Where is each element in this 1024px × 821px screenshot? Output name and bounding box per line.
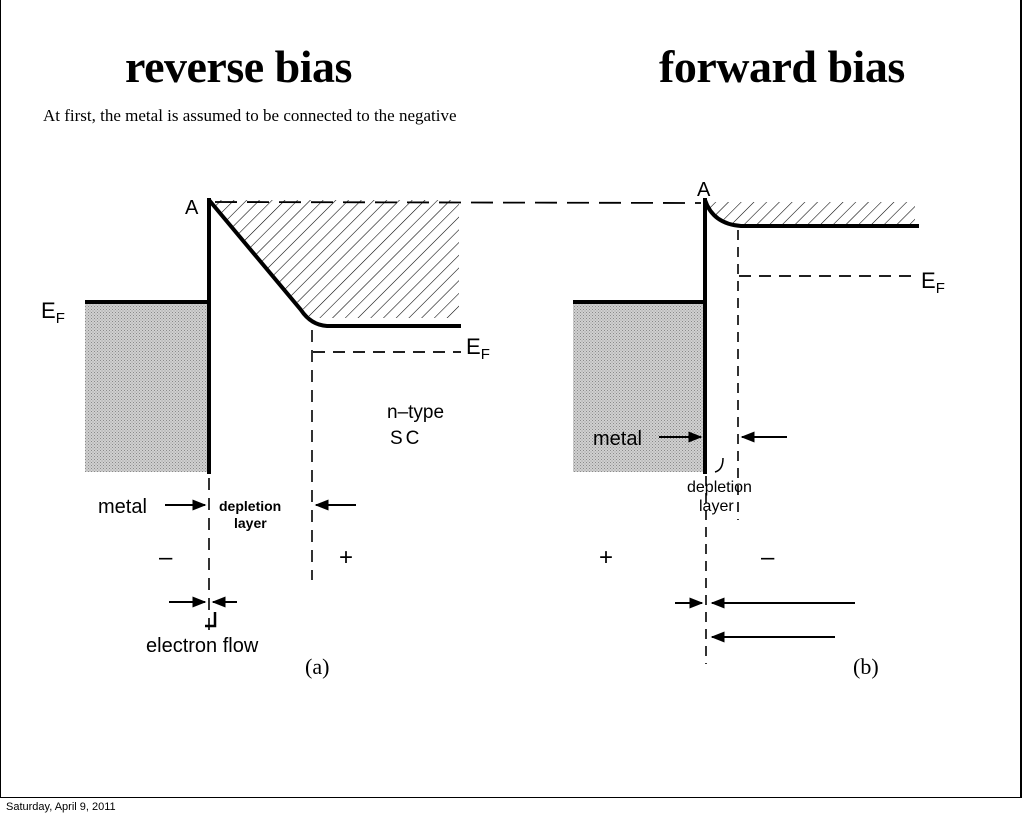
metal-label-a: metal: [98, 496, 147, 518]
sc-sign-b: –: [761, 544, 775, 571]
slide-frame: reverse bias forward bias At first, the …: [0, 0, 1022, 798]
subtitle: At first, the metal is assumed to be con…: [43, 106, 457, 125]
metal-sign-b: +: [599, 544, 613, 571]
band-diagram: A EF EF n–type SC metal depletion layer …: [41, 179, 945, 679]
caption-b: (b): [853, 654, 879, 679]
conduction-band-a: [207, 198, 461, 328]
sc-fermi-label-a: EF: [466, 334, 490, 363]
depletion-hook-b: [714, 457, 724, 473]
panel-a: A EF EF n–type SC metal depletion layer …: [41, 197, 702, 679]
footer-date: Saturday, April 9, 2011: [6, 801, 116, 813]
panel-b: A EF metal depletion layer + – (b): [573, 179, 945, 679]
reverse-bias-title: reverse bias: [125, 41, 352, 92]
metal-label-b: metal: [593, 428, 642, 450]
metal-filled-states-b: [573, 304, 705, 472]
metal-sign-a: –: [159, 544, 173, 571]
point-a-label-b: A: [697, 179, 711, 201]
sc-label-line2-a: SC: [390, 428, 422, 449]
flow-pointer-a: [205, 612, 217, 628]
depletion-label-line1-b: depletion: [687, 479, 752, 496]
sc-fermi-label-b: EF: [921, 268, 945, 297]
metal-fermi-label-a: EF: [41, 298, 65, 327]
metal-filled-states-a: [85, 304, 209, 472]
caption-a: (a): [305, 654, 329, 679]
sc-label-line1-a: n–type: [387, 402, 444, 423]
barrier-hatch-b: [707, 202, 915, 224]
conduction-band-b: [703, 199, 919, 228]
barrier-hatch-a: [209, 200, 459, 318]
electron-flow-label-a: electron flow: [146, 635, 259, 657]
reference-dashed-line: [214, 201, 702, 204]
sc-sign-a: +: [339, 544, 353, 571]
depletion-label-line2-a: layer: [234, 515, 267, 531]
depletion-label-line1-a: depletion: [219, 498, 281, 514]
depletion-label-line2-b: layer: [699, 498, 734, 515]
forward-bias-title: forward bias: [659, 41, 905, 92]
point-a-label-a: A: [185, 197, 199, 219]
